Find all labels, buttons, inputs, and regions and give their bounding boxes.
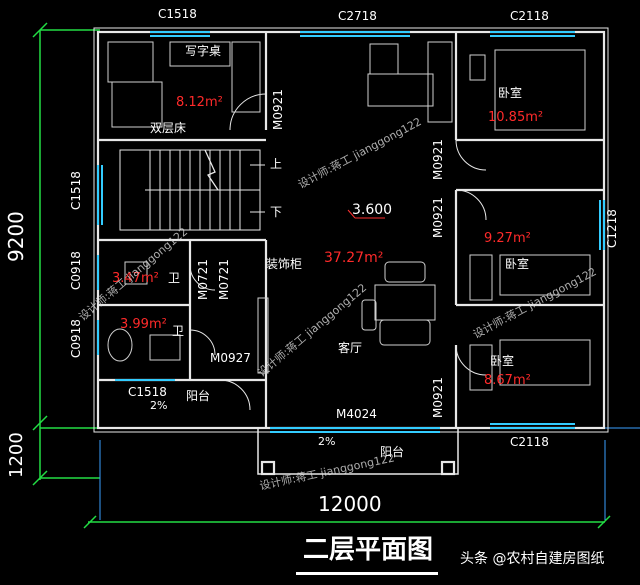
slope-label: 2% [150,399,168,412]
door-label: M0921 [431,377,445,418]
dim-height-balcony: 1200 [6,432,27,478]
window-label: C2718 [338,9,377,23]
door-swings [189,93,487,411]
elevation-label: 3.600 [352,202,393,218]
room-label: 阳台 [186,389,211,403]
room-area: 3.99m² [120,317,167,332]
window-label: C1218 [605,209,619,248]
stair-up-label: 上 [270,157,283,171]
room-area: 10.85m² [488,110,544,125]
room-label: 写字桌 [185,44,222,58]
dim-height-main: 9200 [4,211,28,262]
window-label: C2118 [510,435,549,449]
windows [97,31,605,433]
door-label: M0721 [217,259,231,300]
door-label: M4024 [336,407,377,421]
drawing-title: 二层平面图 [303,535,434,565]
room-area: 9.27m² [484,231,531,246]
title-underline [296,572,438,575]
room-area: 8.12m² [176,95,223,110]
furniture [107,41,591,391]
room-area: 8.67m² [484,373,531,388]
door-label: M0921 [271,89,285,130]
window-label: C2118 [510,9,549,23]
room-label: 双层床 [150,121,187,135]
room-label: 卧室 [505,257,530,271]
stair-down-label: 下 [270,205,283,219]
door-label: M0921 [431,139,445,180]
dimension-lines [32,22,611,529]
door-label: M0921 [431,197,445,238]
room-label: 客厅 [338,341,363,355]
footer-attribution: 头条 @农村自建房图纸 [456,550,609,568]
window-label: C1518 [128,385,167,399]
room-label: 卧室 [490,354,515,368]
window-label: C1518 [158,7,197,21]
window-label: C1518 [69,171,83,210]
door-label: M0927 [210,351,251,365]
room-label: 卧室 [498,86,523,100]
dim-width-total: 12000 [318,492,382,516]
slope-label: 2% [318,435,336,448]
staircase [119,149,265,231]
room-label: 卫 [172,324,185,338]
room-label: 阳台 [380,445,405,459]
window-label: C0918 [69,319,83,358]
leader-lines [347,209,385,219]
room-label: 卫 [168,271,181,285]
door-label: M0721 [196,259,210,300]
room-area: 3.47m² [112,271,159,286]
room-label: 装饰柜 [266,257,303,271]
window-label: C0918 [69,251,83,290]
room-area: 37.27m² [324,250,384,266]
